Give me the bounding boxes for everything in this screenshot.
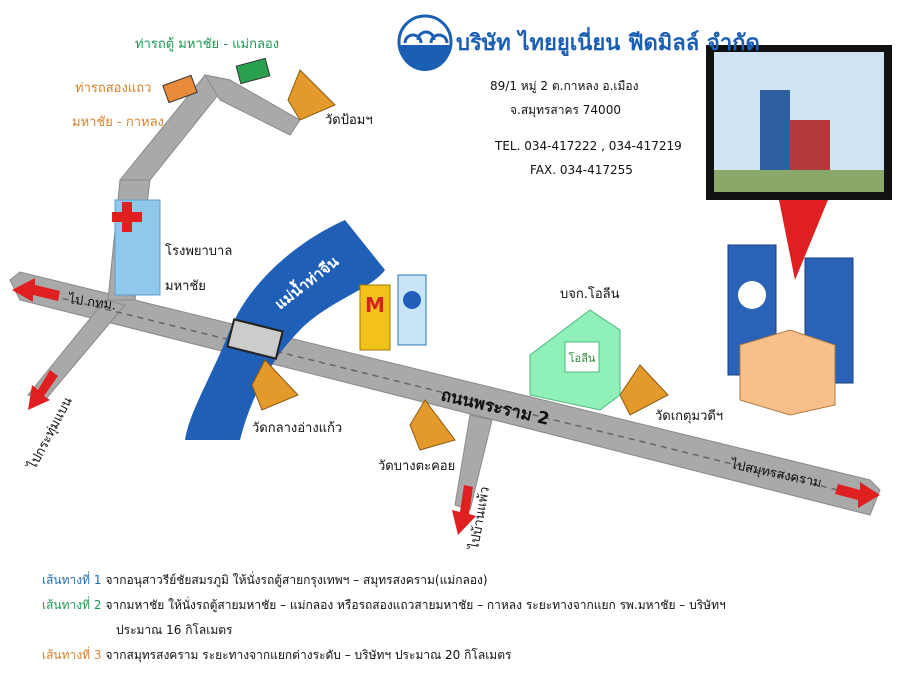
company-name: บริษัท ไทยยูเนี่ยน ฟีดมิลล์ จำกัด	[456, 26, 760, 57]
company-address-line2: จ.สมุทรสาคร 74000	[510, 103, 621, 118]
hospital-cross-icon	[112, 202, 142, 232]
songthaew-route-label: มหาชัย - กาหลง	[72, 115, 164, 130]
to-bangkok-label: ไป กทม.	[66, 291, 117, 314]
olean-sign	[564, 341, 600, 373]
mcdonalds-logo: M	[365, 293, 385, 317]
route-1-key: เส้นทางที่ 1	[42, 573, 102, 587]
ptt-logo	[403, 291, 421, 309]
temple-icon-wat-pom	[287, 69, 336, 121]
photo-building	[760, 90, 790, 170]
company-fax: FAX. 034-417255	[530, 163, 633, 177]
hospital-mahachai-label: มหาชัย	[165, 279, 206, 294]
company-logo-on-building	[738, 281, 766, 309]
hospital-label: โรงพยาบาล	[165, 243, 232, 259]
route-2-key: เส้นทางที่ 2	[42, 598, 102, 612]
route-2-continued: ประมาณ 16 กิโลเมตร	[116, 623, 233, 637]
wat-ket-label: วัดเกตุมวดีฯ	[655, 408, 723, 424]
photo-callout-pointer	[778, 195, 830, 280]
direction-arrows	[12, 278, 880, 535]
ptt-sign-icon	[397, 274, 427, 346]
temple-icon-wat-ket	[619, 364, 669, 416]
company-address-line1: 89/1 หมู่ 2 ต.กาหลง อ.เมือง	[490, 79, 639, 94]
route-1-text: จากอนุสาวรีย์ชัยสมรภูมิ ให้นั่งรถตู้สายก…	[105, 573, 488, 587]
route-3-text: จากสมุทรสงคราม ระยะทางจากแยกต่างระดับ – …	[105, 648, 512, 662]
route-3-key: เส้นทางที่ 3	[42, 648, 102, 662]
photo-building	[790, 120, 830, 170]
wat-bang-takhoi-label: วัดบางตะคอย	[378, 459, 455, 474]
temple-icon-wat-bang-takhoi	[409, 399, 456, 451]
van-stop-label: ท่ารถตู้ มหาชัย - แม่กลอง	[135, 37, 279, 52]
wat-pom-label: วัดป้อมฯ	[325, 113, 373, 128]
arrow-to-krathum-baen	[28, 370, 58, 410]
temple-icon-wat-klang	[251, 359, 299, 411]
wat-klang-label: วัดกลางอ่างแก้ว	[252, 421, 342, 436]
songthaew-stop-sign	[162, 74, 198, 104]
road-centerline	[19, 287, 871, 499]
bridge	[226, 318, 284, 360]
route-2-text: จากมหาชัย ให้นั่งรถตู้สายมหาชัย – แม่กลอ…	[105, 598, 726, 612]
olean-company-label: บจก.โอลีน	[560, 286, 620, 302]
olean-sign-text: โอลีน	[569, 351, 596, 365]
songthaew-stop-label: ท่ารถสองแถว	[75, 81, 151, 96]
photo-ground	[714, 170, 884, 192]
road-north-2	[203, 74, 301, 136]
company-tel: TEL. 034-417222 , 034-417219	[494, 139, 682, 153]
arrow-to-samut-songkhram	[835, 482, 880, 508]
arrow-to-ban-phaeo	[452, 485, 476, 535]
main-road-rama2	[9, 271, 881, 516]
company-logo	[397, 14, 453, 71]
arrow-to-bangkok	[12, 278, 60, 302]
river-tha-chin	[185, 220, 385, 440]
van-stop-sign	[235, 57, 271, 85]
temples	[251, 69, 669, 451]
company-main-building	[739, 329, 836, 416]
mcdonalds-sign-icon	[359, 284, 391, 351]
